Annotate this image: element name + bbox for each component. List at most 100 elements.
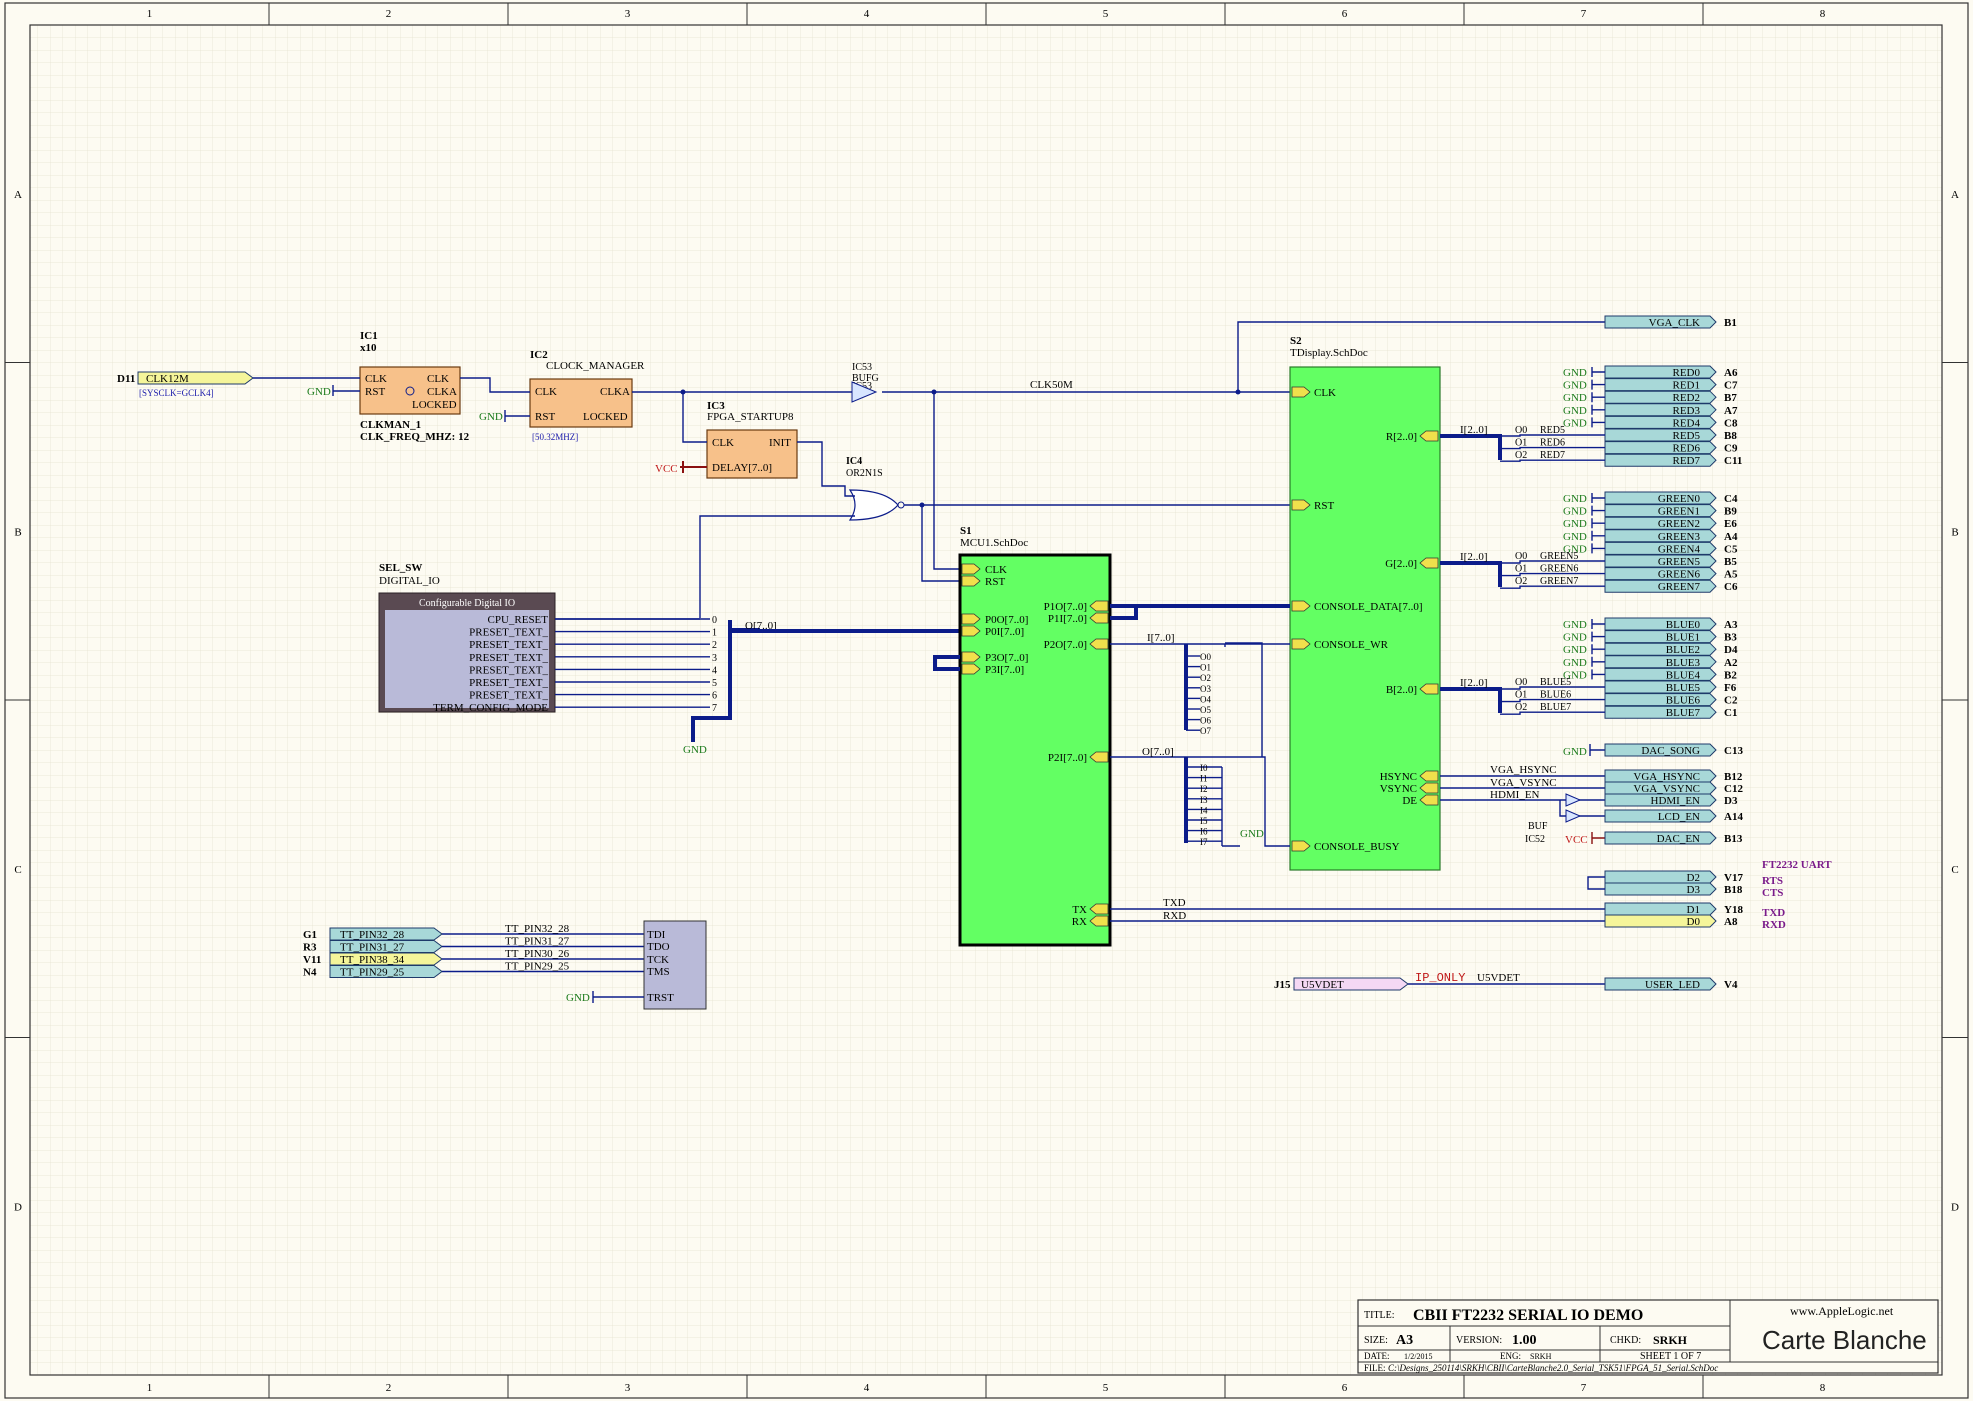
port-tt-pin31-27[interactable]: R3 TT_PIN31_27 (303, 940, 443, 954)
o-bit: O2 (1515, 702, 1527, 713)
svg-text:INIT: INIT (769, 437, 791, 449)
sel-bit-label: 4 (712, 665, 717, 676)
ic1-clock-multiplier[interactable]: IC1 x10 CLK RST CLK CLKA LOCKED CLKMAN_1… (359, 330, 470, 443)
port-red3[interactable]: RED3 A7 (1604, 403, 1738, 417)
uart-signal-label: RXD (1762, 919, 1786, 931)
gnd-label: GND (1563, 644, 1587, 656)
svg-text:N4: N4 (303, 967, 317, 979)
svg-text:BLUE0: BLUE0 (1666, 619, 1701, 631)
color-net: BLUE5 (1540, 677, 1571, 688)
jtag-pin-label: TRST (647, 992, 674, 1004)
ic4-or-gate[interactable]: IC4 OR2N1S (846, 456, 905, 521)
o-bit: O1 (1515, 438, 1527, 449)
zone-col-top: 3 (625, 8, 631, 20)
p2o-bit: O1 (1200, 663, 1211, 673)
s2-pin-label: CONSOLE_DATA[7..0] (1314, 601, 1423, 613)
svg-text:V17: V17 (1724, 872, 1743, 884)
p2o-bit: O7 (1200, 726, 1211, 736)
svg-text:FPGA_STARTUP8: FPGA_STARTUP8 (707, 411, 794, 423)
sel-sw-digital-io[interactable]: SEL_SW DIGITAL_IO Configurable Digital I… (378, 562, 556, 714)
svg-text:IC3: IC3 (707, 400, 725, 412)
svg-text:RST: RST (365, 386, 385, 398)
zone-row-left: A (14, 189, 22, 201)
s2-pin-label: RST (1314, 500, 1334, 512)
svg-text:A2: A2 (1724, 657, 1738, 669)
ic3-fpga-startup[interactable]: IC3 FPGA_STARTUP8 CLK INIT DELAY[7..0] (706, 400, 798, 479)
jtag-pin-label: TDO (647, 941, 670, 953)
s2-tdisplay-sheet[interactable]: S2 TDisplay.SchDoc CLKRSTCONSOLE_DATA[7.… (1289, 335, 1441, 871)
svg-text:BUFG: BUFG (852, 373, 879, 384)
p2o-bit: O3 (1200, 684, 1211, 694)
svg-text:IC52: IC52 (1525, 834, 1545, 845)
svg-text:A6: A6 (1724, 367, 1738, 379)
port-vga-clk[interactable]: VGA_CLK B1 (1604, 315, 1737, 329)
svg-text:SIZE:: SIZE: (1364, 1335, 1388, 1346)
svg-text:C:\Designs_250114\SRKH\CBII\Ca: C:\Designs_250114\SRKH\CBII\CarteBlanche… (1388, 1363, 1718, 1373)
port-dac-song[interactable]: GND DAC_SONG C13 (1563, 743, 1743, 758)
svg-text:TT_PIN31_27: TT_PIN31_27 (340, 942, 405, 954)
svg-text:C2: C2 (1724, 695, 1738, 707)
gnd-label: GND (1563, 367, 1587, 379)
ic53-bufg[interactable]: IC53 IC53 BUFG (851, 362, 879, 403)
s1-pin-label: P3O[7..0] (985, 652, 1028, 664)
svg-text:O[7..0]: O[7..0] (1142, 746, 1174, 758)
port-u5vdet[interactable]: J15 U5VDET IP_ONLY U5VDET (1274, 971, 1520, 991)
port-dac-en[interactable]: VCC DAC_EN B13 (1565, 831, 1743, 846)
ic52-buffer[interactable]: BUF IC52 (1525, 793, 1582, 845)
zone-col-bottom: 3 (625, 1382, 631, 1394)
svg-text:A7: A7 (1724, 405, 1738, 417)
uart-title: FT2232 UART (1762, 859, 1832, 871)
s1-pin-label: TX (1072, 904, 1087, 916)
gnd-label: GND (1563, 543, 1587, 555)
o-bit: O2 (1515, 450, 1527, 461)
ic2-clock-manager[interactable]: IC2 CLOCK_MANAGER CLK RST CLKA LOCKED [5… (529, 349, 645, 442)
zone-row-right: A (1951, 189, 1959, 201)
svg-text:Configurable Digital IO: Configurable Digital IO (419, 598, 515, 609)
s1-mcu-sheet[interactable]: S1 MCU1.SchDoc CLKRSTP0O[7..0]P0I[7..0]P… (933, 525, 1112, 947)
jtag-pin-label: TDI (647, 929, 666, 941)
sel-pin-label: PRESET_TEXT_ (469, 652, 548, 664)
color-net: RED6 (1540, 438, 1565, 449)
svg-text:B9: B9 (1724, 506, 1737, 518)
port-user-led[interactable]: USER_LED V4 (1604, 977, 1738, 991)
o-bit: O1 (1515, 564, 1527, 575)
port-clk12m[interactable]: D11 CLK12M [SYSCLK=GCLK4] (117, 371, 254, 398)
svg-text:R3: R3 (303, 942, 317, 954)
svg-text:RED3: RED3 (1673, 405, 1701, 417)
